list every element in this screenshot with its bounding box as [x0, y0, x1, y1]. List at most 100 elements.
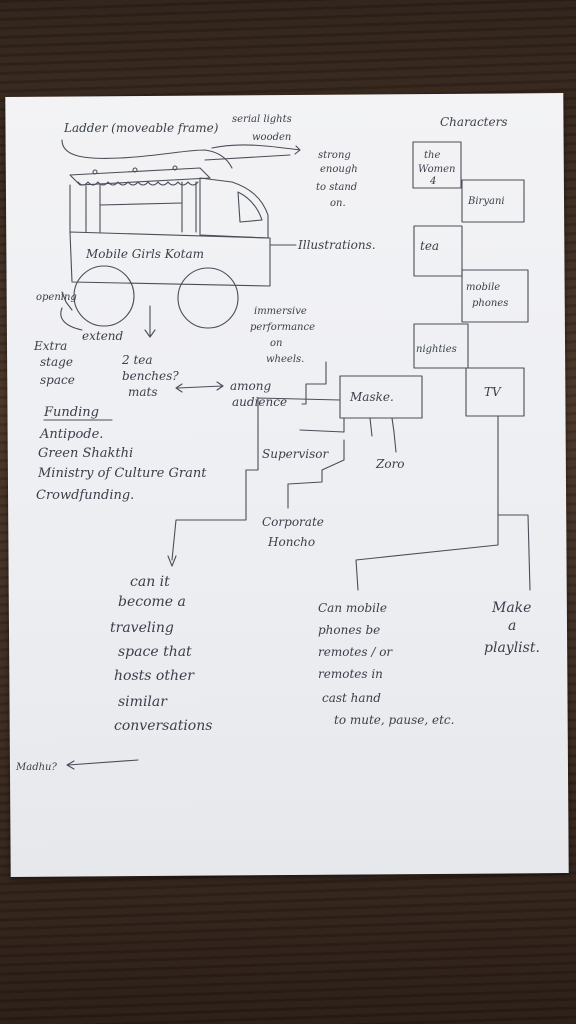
ladder-rails — [85, 181, 197, 233]
box-maske — [339, 375, 423, 419]
opening-label: opening — [36, 292, 77, 303]
truck-labels: Ladder (moveable frame) serial lights wo… — [33, 114, 376, 409]
traveling-line: conversations — [114, 718, 212, 734]
tv-label: TV — [484, 385, 502, 399]
wheel-rear — [177, 267, 239, 329]
light-bulb — [132, 167, 138, 173]
extend-arrow — [60, 307, 83, 331]
connector-traveling-arrow — [167, 555, 177, 567]
immersive-line: immersive — [254, 306, 307, 317]
box-tv — [465, 367, 525, 417]
audience-line: audience — [232, 395, 287, 409]
playlist-line: Make — [491, 600, 531, 616]
traveling-line: hosts other — [114, 668, 195, 684]
playlist-line: playlist. — [484, 640, 540, 656]
supervisor-label: Supervisor — [262, 447, 329, 461]
funding-item: Antipode. — [39, 427, 103, 442]
extra-stage-line: stage — [40, 355, 73, 369]
zoro-label: Zoro — [375, 457, 405, 471]
ladder-bracket — [61, 139, 233, 169]
benches-line: benches? — [122, 369, 179, 383]
women-line: the — [424, 150, 440, 161]
biryani-label: Biryani — [467, 196, 505, 207]
extend-label: extend — [82, 329, 124, 343]
funding-section: Funding Antipode. Green Shakthi Ministry… — [36, 405, 207, 503]
immersive-line: performance — [250, 322, 315, 333]
traveling-line: can it — [130, 574, 170, 590]
truck-body — [69, 231, 271, 287]
truck-top-frame — [69, 167, 211, 186]
benches-line: mats — [128, 385, 158, 399]
characters-diagram: Characters the Women 4 Biryani tea mobil… — [167, 115, 531, 591]
connector-supervisor-corporate — [287, 439, 345, 509]
madhu-label: Madhu? — [15, 762, 57, 773]
tea-label: tea — [420, 239, 439, 253]
strong-label-line: on. — [330, 198, 346, 209]
box-women — [412, 141, 462, 189]
truck-cabin — [199, 177, 269, 239]
remotes-line: phones be — [318, 623, 380, 637]
remotes-line: Can mobile — [318, 601, 387, 615]
women-line: 4 — [429, 176, 436, 187]
characters-heading: Characters — [440, 115, 508, 129]
maske-label: Maske. — [349, 390, 394, 404]
wheel-front — [73, 265, 135, 327]
remotes-line: cast hand — [322, 691, 381, 705]
box-mobile-phones — [461, 269, 529, 323]
truck-body-label: Mobile Girls Kotam — [85, 247, 204, 261]
women-line: Women — [418, 164, 455, 175]
connector-tv-notes — [355, 415, 531, 591]
mobile-phones-line: mobile — [466, 282, 500, 293]
light-bulb — [92, 169, 98, 175]
bottom-notes: can it become a traveling space that hos… — [15, 574, 540, 773]
traveling-line: become a — [118, 594, 186, 610]
cabin-window — [237, 191, 263, 223]
connector-maske-supervisor — [171, 397, 341, 561]
serial-lights — [77, 181, 199, 186]
box-tea — [413, 225, 463, 277]
remotes-line: to mute, pause, etc. — [334, 713, 454, 727]
immersive-line: on — [270, 338, 282, 349]
traveling-line: traveling — [110, 620, 174, 636]
extra-stage-line: Extra — [33, 339, 67, 353]
wooden-arrow — [211, 144, 301, 155]
madhu-arrow — [66, 759, 139, 770]
benches-line: 2 tea — [121, 353, 153, 367]
box-biryani — [461, 179, 525, 223]
remotes-line: remotes in — [318, 667, 383, 681]
strong-label-line: enough — [320, 164, 358, 175]
connector-maske-branches — [299, 417, 397, 453]
playlist-line: a — [508, 618, 516, 634]
ladder-label: Ladder (moveable frame) — [63, 121, 219, 135]
traveling-line: similar — [118, 694, 168, 710]
box-nighties — [413, 323, 469, 369]
funding-item: Crowdfunding. — [36, 488, 134, 503]
mobile-phones-line: phones — [472, 298, 508, 309]
extra-stage-line: space — [40, 373, 75, 387]
truck-drawing — [60, 139, 301, 393]
opening-line — [61, 291, 73, 311]
funding-heading: Funding — [43, 405, 99, 420]
wooden-label: wooden — [252, 132, 291, 143]
funding-item: Ministry of Culture Grant — [37, 466, 207, 481]
immersive-line: wheels. — [266, 354, 304, 365]
strong-label-line: to stand — [316, 182, 357, 193]
strong-label-line: strong — [318, 150, 351, 161]
audience-arrow — [175, 381, 224, 393]
nighties-label: nighties — [416, 344, 457, 355]
light-bulb — [172, 165, 178, 171]
remotes-line: remotes / or — [318, 645, 393, 659]
ladder-rung — [99, 202, 183, 206]
funding-item: Green Shakthi — [38, 446, 133, 461]
serial-lights-label: serial lights — [232, 114, 292, 125]
strong-arrow — [204, 154, 291, 161]
immersive-note: immersive performance on wheels. — [250, 306, 315, 365]
bench-arrow — [144, 305, 156, 338]
corporate-line: Honcho — [267, 535, 315, 549]
connector-immersive-maske — [301, 361, 327, 405]
audience-line: among — [230, 379, 271, 393]
corporate-line: Corporate — [262, 515, 324, 529]
illustrations-label: Illustrations. — [297, 238, 376, 252]
traveling-line: space that — [118, 644, 192, 660]
